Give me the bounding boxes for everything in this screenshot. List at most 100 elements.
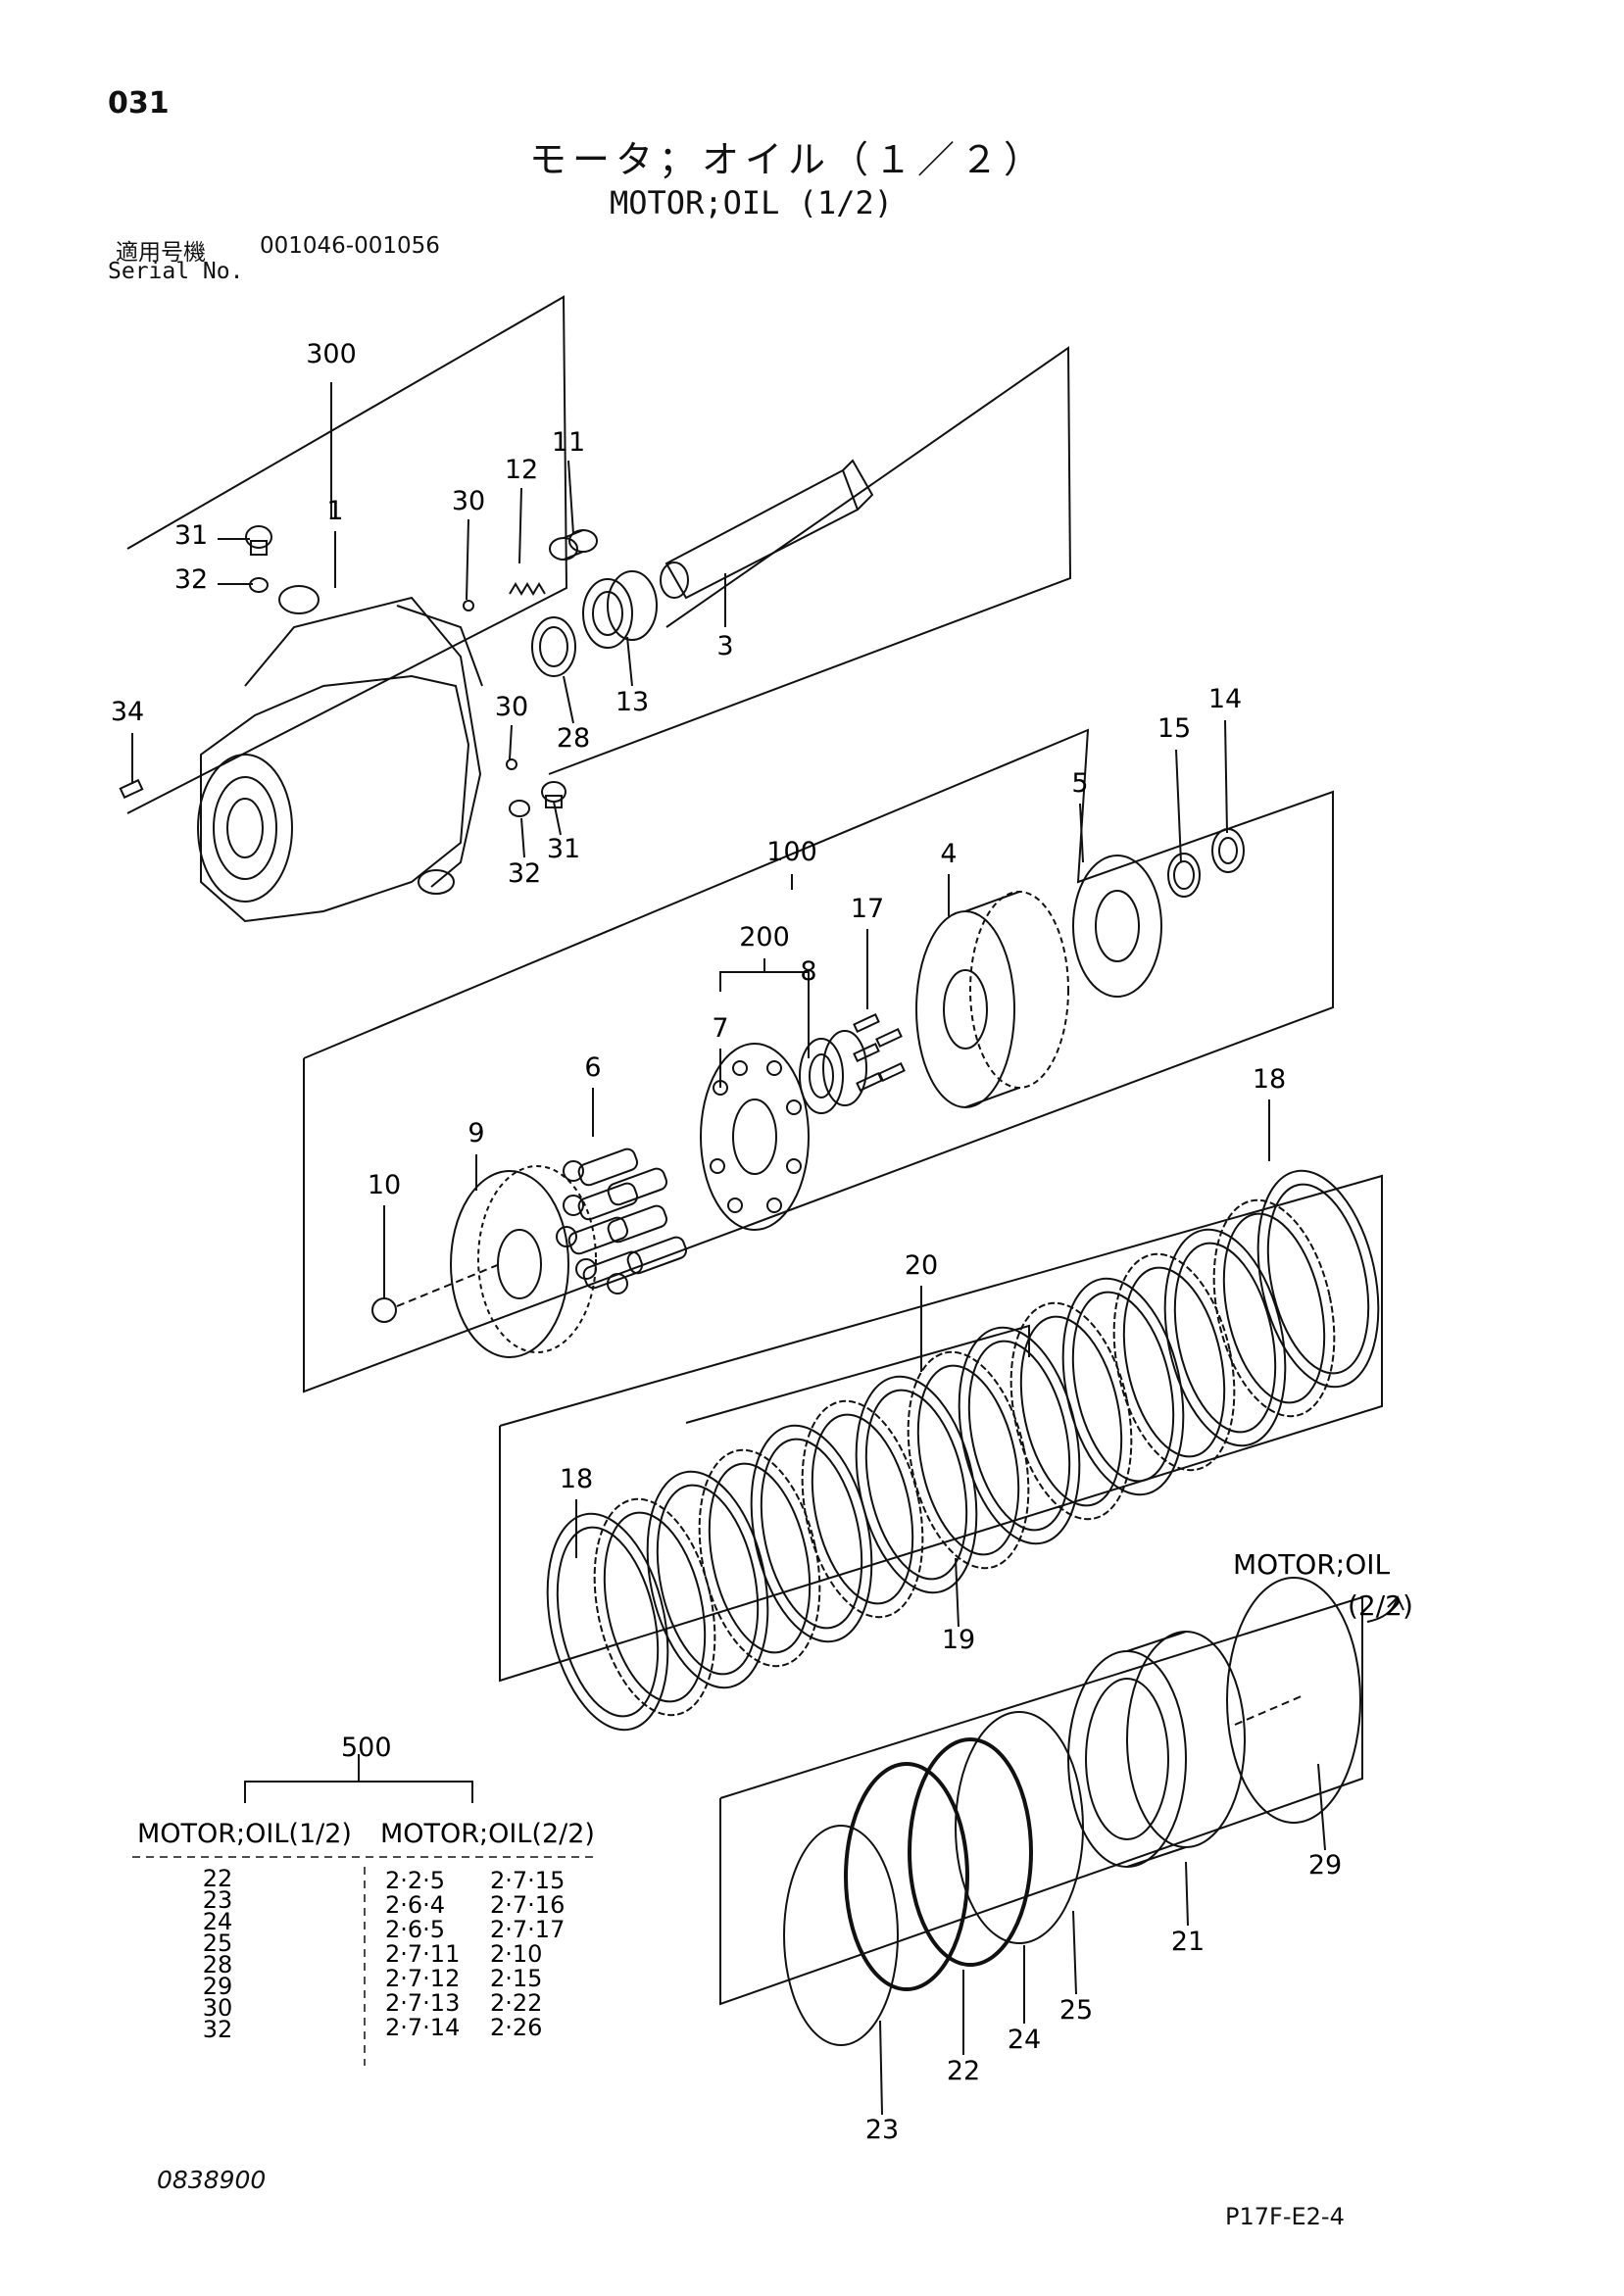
piston-21 xyxy=(1067,1631,1246,1868)
ring-inner-edge xyxy=(556,1526,660,1718)
o-ring-30-mid xyxy=(506,758,517,770)
callout-number: 24 xyxy=(1008,2025,1041,2055)
page-title-japanese: モータ；オイル（１／２） xyxy=(529,138,1048,181)
callout-leader-line xyxy=(879,2020,883,2116)
callout-leader-line xyxy=(1072,1910,1077,1995)
kit-item-number: 29 xyxy=(203,1973,233,2000)
kit-cross-reference: 2·2·5 xyxy=(385,1867,445,1894)
callout-number: 3 xyxy=(716,631,733,661)
callout-leader-line xyxy=(1175,749,1182,863)
callout-number: 17 xyxy=(851,894,884,924)
callout-number: 6 xyxy=(584,1052,601,1083)
kit-cross-reference: 2·7·11 xyxy=(385,1940,460,1968)
callout-number: 31 xyxy=(547,834,580,864)
ring-inner-edge xyxy=(864,1389,968,1581)
callout-number: 100 xyxy=(766,837,817,867)
callout-leader-line xyxy=(518,487,522,564)
friction-plate xyxy=(698,1448,821,1668)
kit-cross-reference: 2·7·14 xyxy=(385,2014,460,2041)
ball-10 xyxy=(371,1263,501,1323)
friction-plate xyxy=(1212,1198,1336,1418)
shaft-3 xyxy=(660,459,874,600)
cross-reference-arrow-icon xyxy=(1366,1598,1398,1623)
callout-number: 19 xyxy=(942,1625,975,1655)
kit-group-number: 500 xyxy=(341,1733,392,1763)
callout-number: 15 xyxy=(1157,713,1191,744)
kit-item-number: 24 xyxy=(203,1908,233,1935)
kit-cross-reference: 2·7·16 xyxy=(490,1891,565,1919)
callout-number: 28 xyxy=(557,723,590,754)
separator-plate xyxy=(546,1512,669,1732)
kit-cross-reference: 2·22 xyxy=(490,1989,542,2017)
separator-plate xyxy=(646,1470,769,1689)
serial-label-japanese: 適用号機 xyxy=(116,240,206,266)
ring-inner-edge xyxy=(603,1511,707,1703)
group-300-outline xyxy=(126,295,568,814)
callout-number: 1 xyxy=(326,496,343,526)
kit-cross-reference: 2·7·12 xyxy=(385,1965,460,1992)
separator-plate xyxy=(855,1375,978,1594)
callout-leader-line xyxy=(1317,1763,1326,1851)
kit-cross-reference: 2·10 xyxy=(490,1940,542,1968)
callout-number: 32 xyxy=(508,858,541,889)
ring-15 xyxy=(1167,853,1201,898)
callout-number: 14 xyxy=(1208,684,1242,714)
plate-5 xyxy=(1072,855,1162,998)
ring-24 xyxy=(908,1737,1033,1967)
callout-leader-line xyxy=(553,801,562,836)
callout-number: 11 xyxy=(552,427,585,458)
callout-number: 7 xyxy=(712,1013,728,1044)
kit-column1-header: MOTOR;OIL(1/2) xyxy=(137,1819,352,1849)
o-ring-32-mid xyxy=(509,800,530,817)
seal-group-outline xyxy=(719,1595,1363,2006)
kit-item-number: 30 xyxy=(203,1994,233,2022)
kit-item-number: 25 xyxy=(203,1930,233,1957)
serial-range: 001046-001056 xyxy=(260,233,440,259)
callout-number: 31 xyxy=(174,520,208,551)
callout-leader-line xyxy=(626,636,633,687)
callout-number: 18 xyxy=(560,1464,593,1494)
callout-leader-line xyxy=(1224,719,1228,834)
ring-25 xyxy=(955,1711,1084,1944)
gear-4 xyxy=(915,891,1069,1108)
ring-inner-edge xyxy=(1019,1315,1123,1507)
plate-reference: P17F-E2-4 xyxy=(1225,2203,1345,2230)
ring-inner-edge xyxy=(1071,1291,1175,1483)
cross-reference-label: MOTOR;OIL xyxy=(1233,1548,1391,1581)
friction-plate xyxy=(1112,1252,1236,1472)
group-100-outline xyxy=(303,728,1334,1393)
kit-cross-reference: 2·15 xyxy=(490,1965,542,1992)
serial-label-english: Serial No. xyxy=(108,259,244,284)
plate-7 xyxy=(700,1043,810,1231)
ring-inner-edge xyxy=(1222,1212,1326,1404)
callout-leader-line xyxy=(1185,1861,1189,1927)
callout-number: 8 xyxy=(800,956,816,987)
callout-number: 30 xyxy=(495,692,528,722)
kit-cross-reference: 2·7·15 xyxy=(490,1867,565,1894)
callout-number: 22 xyxy=(947,2056,980,2086)
o-ring-30-top xyxy=(463,600,474,611)
ring-inner-edge xyxy=(916,1364,1020,1556)
cross-reference-arrowhead-icon xyxy=(1387,1595,1404,1611)
callout-number: 20 xyxy=(905,1250,938,1281)
callout-leader-line xyxy=(567,460,574,535)
ring-23 xyxy=(783,1825,899,2046)
ring-inner-edge xyxy=(708,1462,812,1654)
kit-cross-reference: 2·26 xyxy=(490,2014,542,2041)
friction-plate xyxy=(1009,1301,1133,1521)
callout-number: 13 xyxy=(615,687,649,717)
pin-34 xyxy=(119,778,144,800)
callout-leader-line xyxy=(563,675,574,724)
callout-number: 5 xyxy=(1071,768,1088,799)
document-number: 0838900 xyxy=(157,2166,267,2194)
friction-rings xyxy=(546,1169,1380,1732)
ring-inner-edge xyxy=(811,1413,914,1605)
ring-inner-edge xyxy=(967,1340,1071,1532)
callout-number: 10 xyxy=(368,1170,401,1200)
callout-number: 300 xyxy=(306,339,357,369)
bearing-13 xyxy=(582,570,658,649)
kit-item-number: 22 xyxy=(203,1865,233,1892)
motor-housing-drawing xyxy=(197,585,483,923)
seal-28 xyxy=(531,616,576,677)
ring-inner-edge xyxy=(760,1438,863,1630)
